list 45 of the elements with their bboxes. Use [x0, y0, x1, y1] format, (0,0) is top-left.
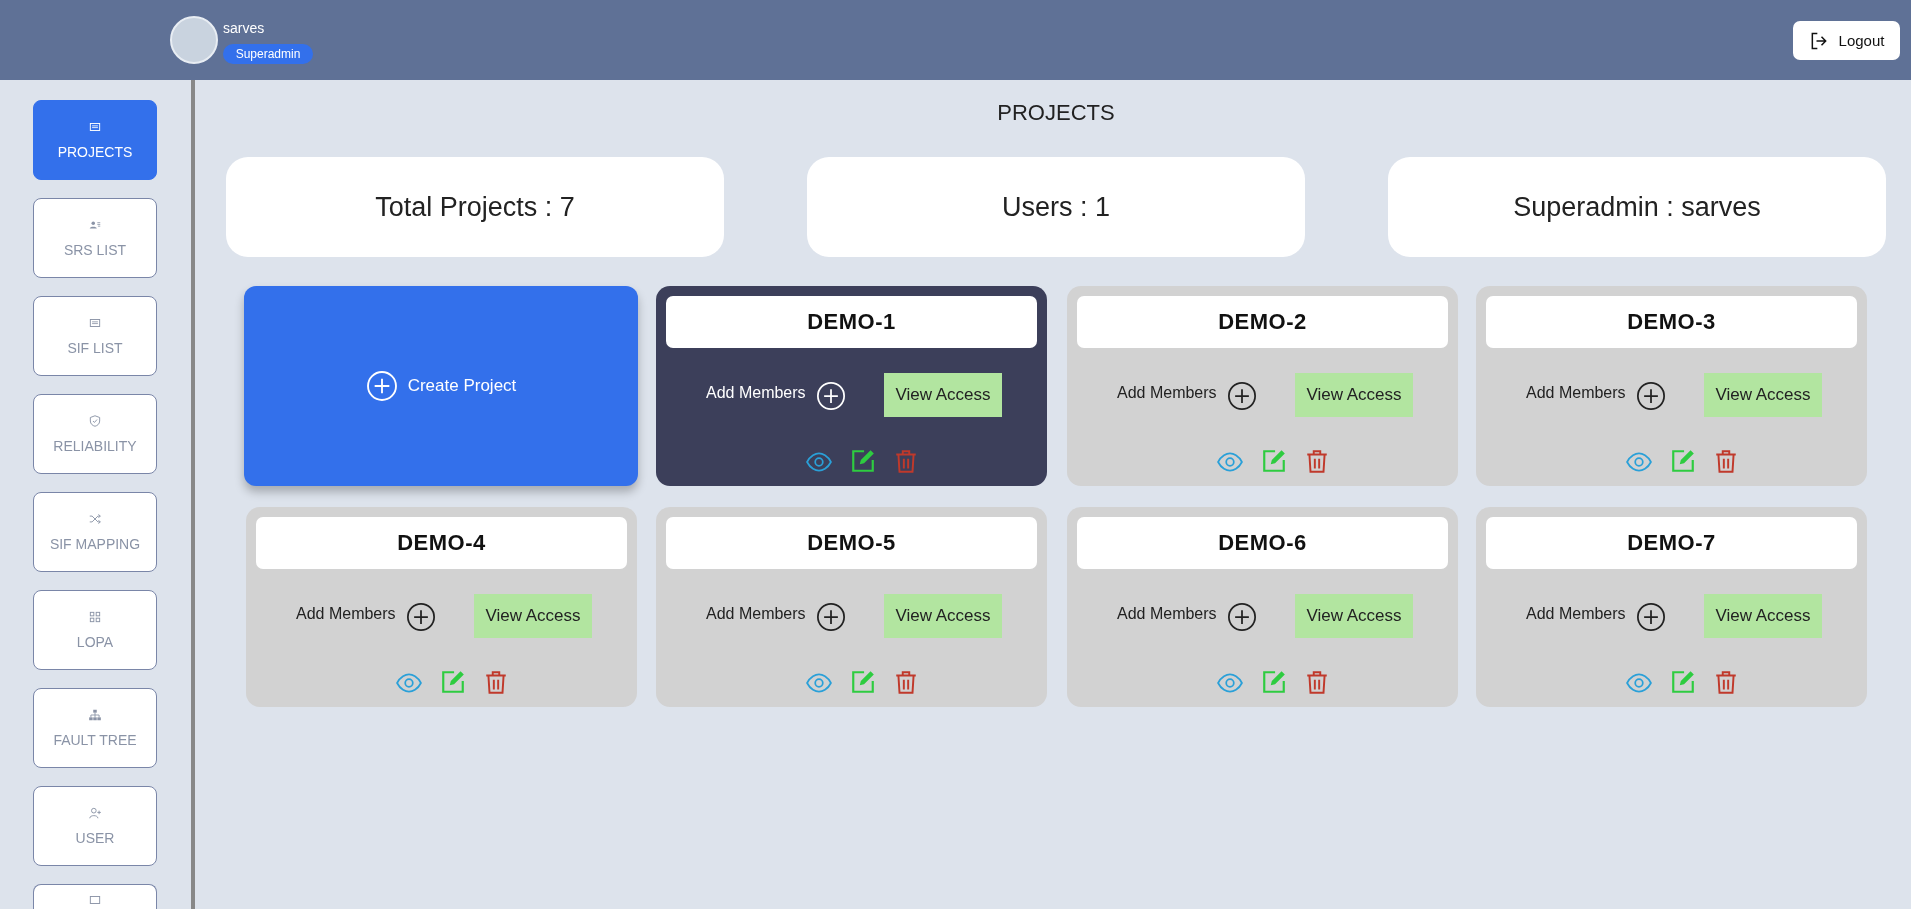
project-card: [656, 286, 1047, 486]
view-access-button: View Access: [1704, 373, 1822, 417]
project-title: DEMO-3: [1486, 296, 1857, 348]
project-card: [1476, 286, 1867, 486]
view-access-button: View Access: [1704, 594, 1822, 638]
stat-card: Users : 1: [807, 157, 1305, 257]
project-title: DEMO-5: [666, 517, 1037, 569]
user-name: sarves: [223, 20, 265, 36]
add-members-text: Add Members: [1117, 605, 1217, 623]
nav-button: LOPA: [33, 590, 157, 670]
stat-card: Superadmin : sarves: [1388, 157, 1886, 257]
project-title: DEMO-2: [1077, 296, 1448, 348]
add-members-text: Add Members: [296, 605, 396, 623]
nav-button: RELIABILITY: [33, 394, 157, 474]
nav-button: USER: [33, 786, 157, 866]
project-title: DEMO-7: [1486, 517, 1857, 569]
role-badge: Superadmin: [223, 44, 313, 64]
page-title: PROJECTS: [996, 100, 1116, 127]
nav-button: SRS LIST: [33, 198, 157, 278]
project-title: DEMO-4: [256, 517, 627, 569]
project-title: DEMO-6: [1077, 517, 1448, 569]
project-card: [656, 507, 1047, 707]
add-members-text: Add Members: [1117, 384, 1217, 402]
add-members-text: Add Members: [1526, 384, 1626, 402]
view-access-button: View Access: [884, 373, 1002, 417]
add-members-text: Add Members: [706, 384, 806, 402]
view-access-button: View Access: [1295, 594, 1413, 638]
project-title: DEMO-1: [666, 296, 1037, 348]
nav-button: SIF MAPPING: [33, 492, 157, 572]
nav-button: FAULT TREE: [33, 688, 157, 768]
nav-button: PROJECTS: [33, 100, 157, 180]
add-members-text: Add Members: [706, 605, 806, 623]
project-card: [246, 507, 637, 707]
logout-button: Logout: [1793, 21, 1900, 60]
project-card: [1476, 507, 1867, 707]
nav-button: [33, 884, 157, 909]
add-members-text: Add Members: [1526, 605, 1626, 623]
project-card: [1067, 507, 1458, 707]
view-access-button: View Access: [474, 594, 592, 638]
project-card: [1067, 286, 1458, 486]
view-access-button: View Access: [1295, 373, 1413, 417]
view-access-button: View Access: [884, 594, 1002, 638]
stat-card: Total Projects : 7: [226, 157, 724, 257]
create-project-card: Create Project: [244, 286, 638, 486]
nav-button: SIF LIST: [33, 296, 157, 376]
